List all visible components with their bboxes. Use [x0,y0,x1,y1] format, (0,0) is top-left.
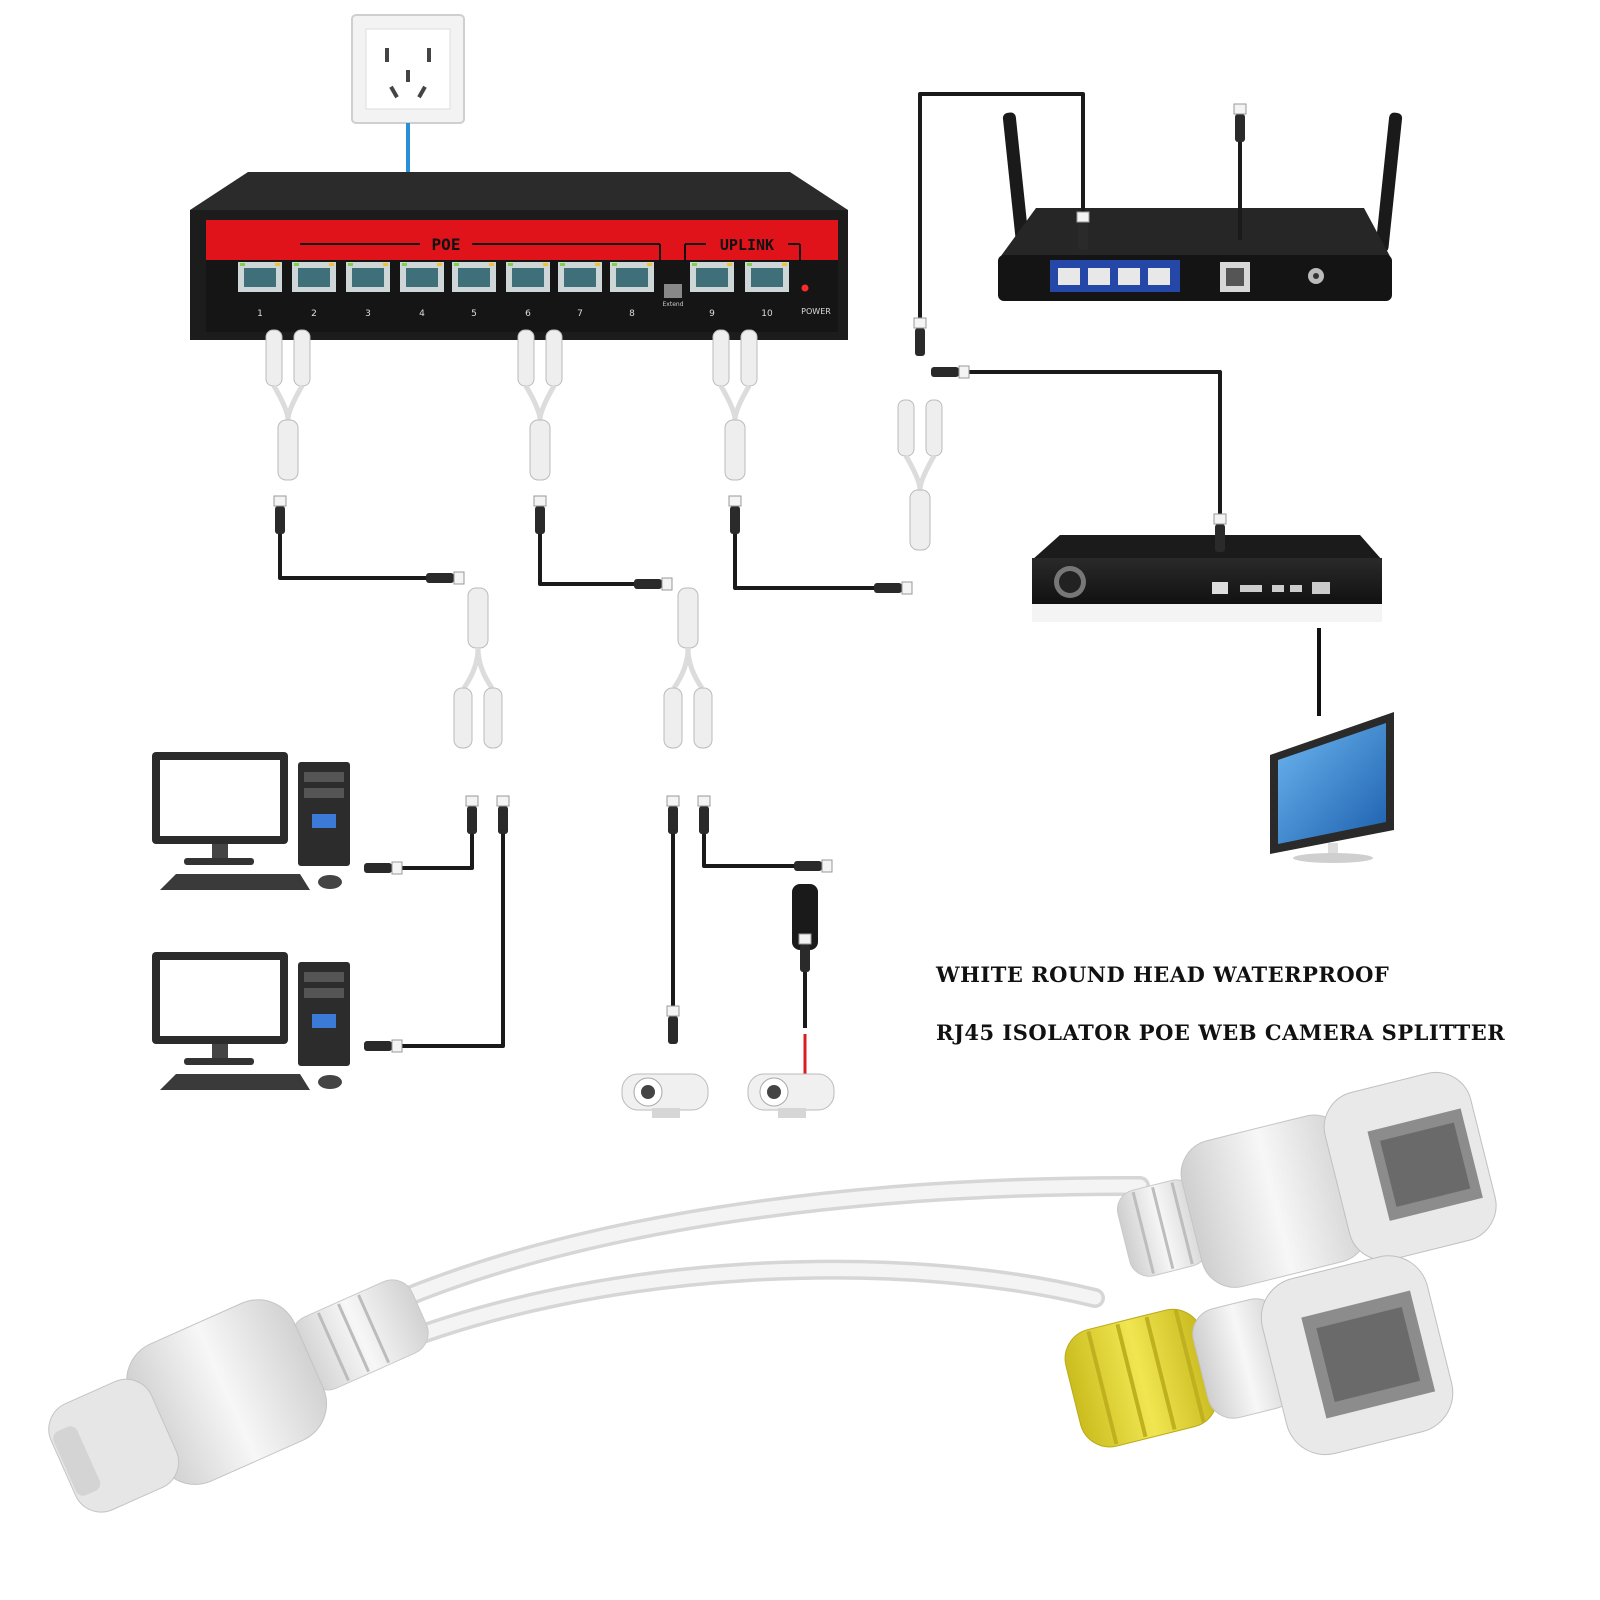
cable-runs [278,92,1242,1048]
port-number: 1 [257,309,263,319]
y-splitter-product-photo [48,1071,1497,1513]
monitor-icon [1270,712,1394,863]
splitter-leg [517,329,535,387]
bullet-camera-icon [747,1073,835,1118]
caption-line-1: WHITE ROUND HEAD WATERPROOF [936,962,1390,987]
bullet-camera-icon [621,1073,709,1118]
nvr-icon [1032,535,1382,622]
uplink-label: UPLINK [720,236,774,254]
router-icon [998,112,1403,301]
port-number: 8 [629,309,635,319]
desktop-computer-icon [152,952,350,1090]
splitter-leg [712,329,730,387]
splitter-body [677,587,699,649]
power-label: POWER [801,307,831,316]
caption-line-2: RJ45 ISOLATOR POE WEB CAMERA SPLITTER [936,1020,1506,1045]
poe-switch-icon [190,172,848,340]
poe-label: POE [432,235,461,254]
splitter-leg [897,399,915,457]
rj45-plugs [273,103,1247,1053]
splitter-leg [265,329,283,387]
port-number: 2 [311,309,317,319]
y-splitter-icon [265,329,943,749]
port-number: 10 [761,309,773,319]
wall-socket-icon [351,14,465,124]
port-number: 3 [365,309,371,319]
port-number: 6 [525,309,531,319]
port-number: 7 [577,309,583,319]
port-number: 5 [471,309,477,319]
port-number: 9 [709,309,715,319]
desktop-computer-icon [152,752,350,890]
port-number: 4 [419,309,425,319]
splitter-body [467,587,489,649]
extend-label: Extend [663,301,684,308]
